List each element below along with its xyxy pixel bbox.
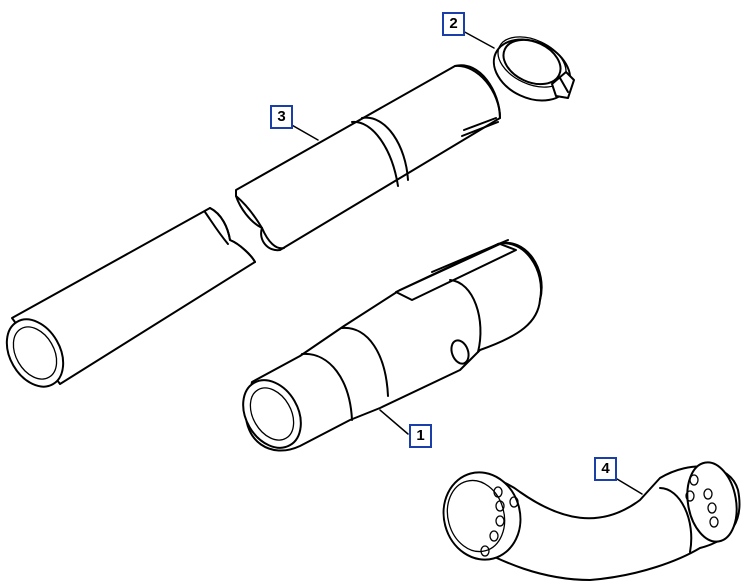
callout-2: 2 xyxy=(442,12,465,36)
nozzle-tube xyxy=(242,239,543,452)
leader-line-1 xyxy=(379,409,409,435)
callout-4: 4 xyxy=(594,457,617,481)
callout-1: 1 xyxy=(409,424,432,448)
hose-clamp xyxy=(492,36,575,102)
elbow-tube xyxy=(442,461,741,581)
leader-line-2 xyxy=(460,29,495,49)
callout-3: 3 xyxy=(270,105,293,129)
leader-line-3 xyxy=(289,123,319,141)
leader-line-4 xyxy=(611,475,643,495)
straight-tube xyxy=(5,64,501,388)
